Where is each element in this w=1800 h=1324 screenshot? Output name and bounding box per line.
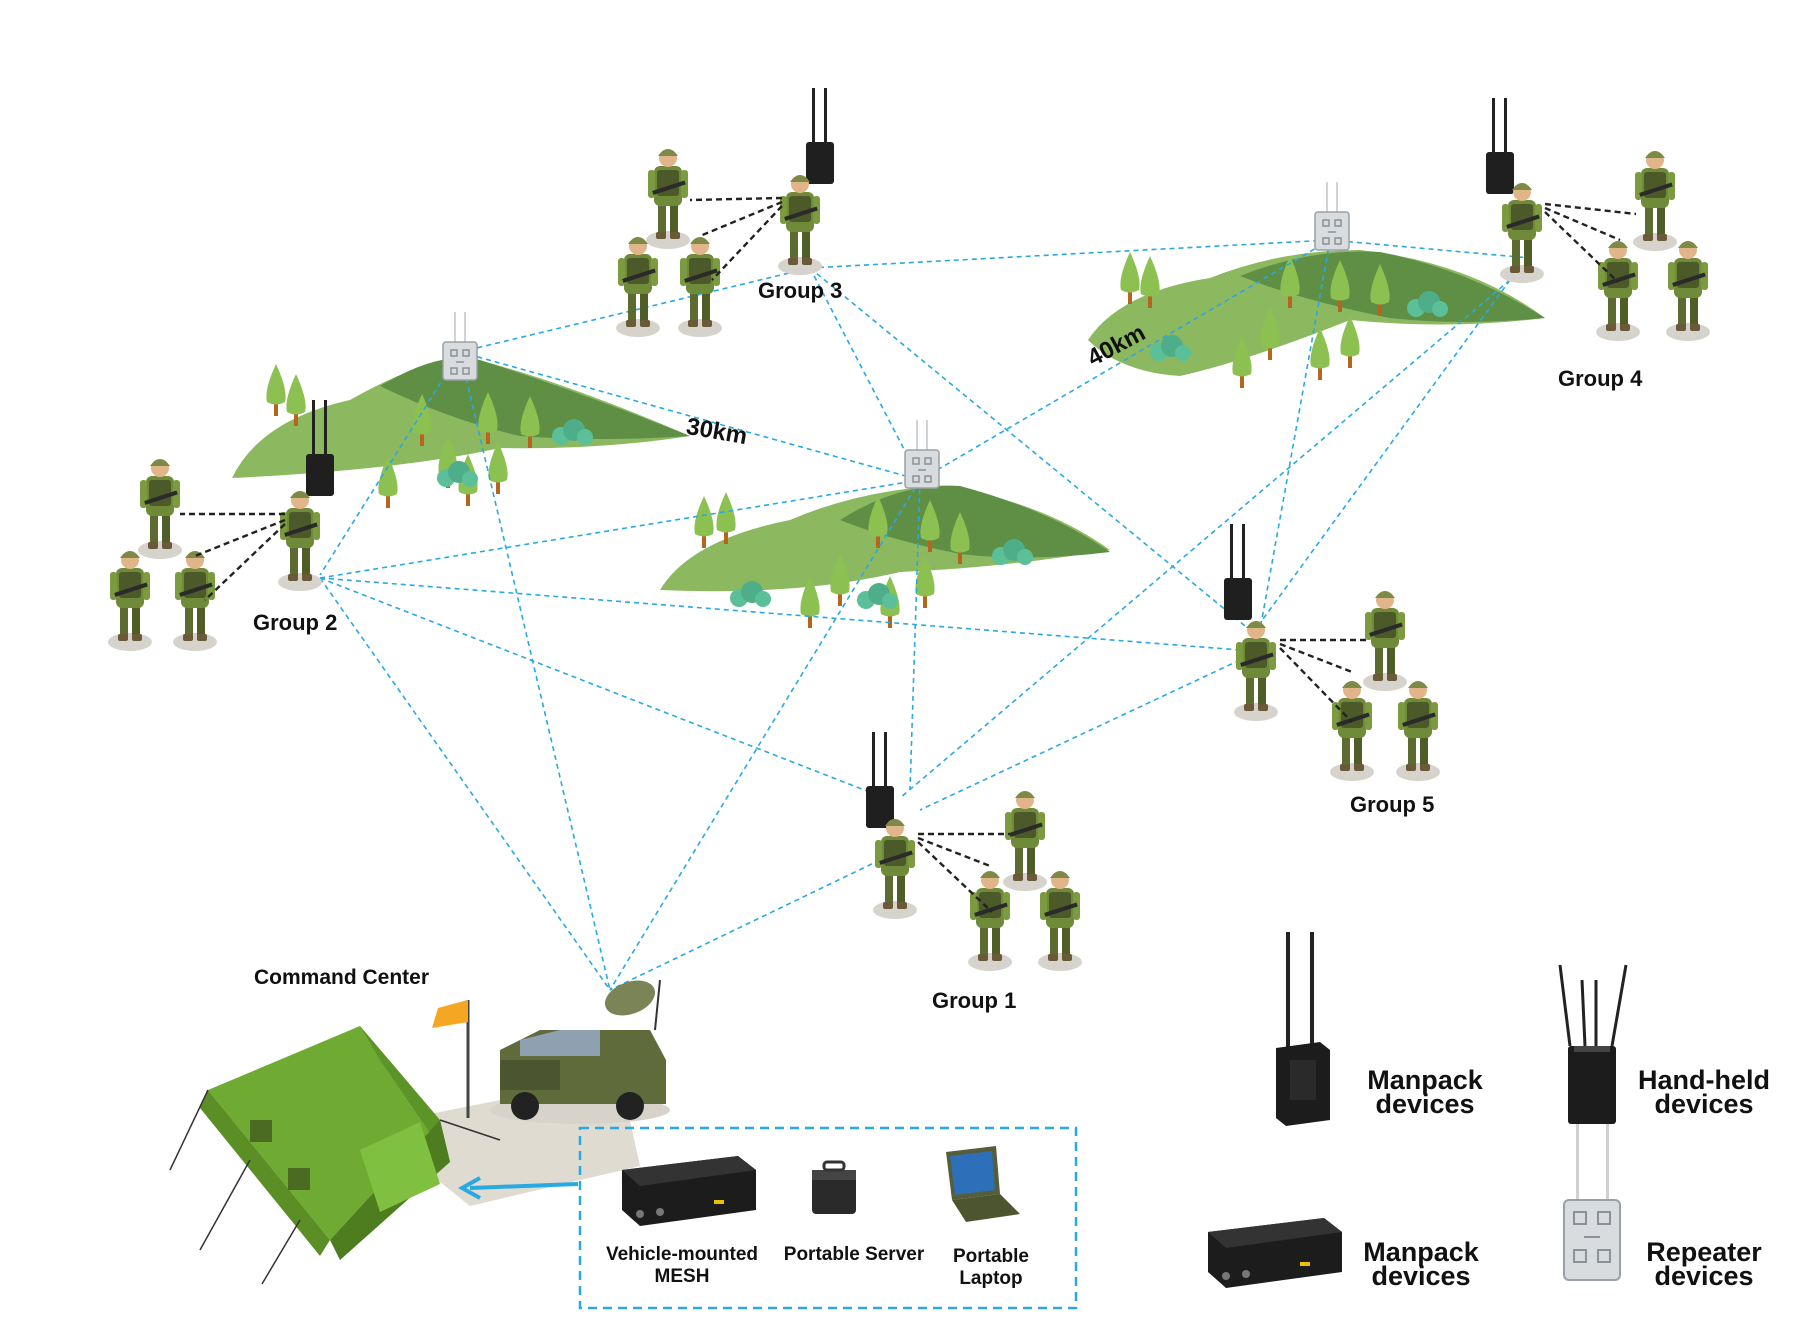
portable-laptop-label: Portable Laptop xyxy=(936,1246,1046,1290)
group-4-soldiers xyxy=(1486,98,1710,341)
command-center-label: Command Center xyxy=(254,966,430,989)
group-5-label: Group 5 xyxy=(1350,792,1435,817)
legend-repeater-icon xyxy=(1563,1199,1621,1281)
group-3-soldiers xyxy=(616,88,834,337)
mesh-links xyxy=(319,239,1531,991)
command-vehicle xyxy=(490,979,670,1124)
group-4-label: Group 4 xyxy=(1558,366,1643,391)
vehicle-mesh-label-line2: MESH xyxy=(654,1266,710,1287)
portable-laptop-label-line2: Laptop xyxy=(959,1268,1023,1289)
legend-manpack-mesh-label: Manpack devices xyxy=(1346,1237,1496,1291)
command-tent xyxy=(169,1026,640,1285)
legend-connector xyxy=(1576,1124,1609,1200)
legend-manpack-mesh-icon xyxy=(1208,1218,1342,1288)
group-3-label: Group 3 xyxy=(758,278,843,303)
vehicle-mesh-label-line1: Vehicle-mounted xyxy=(605,1244,759,1265)
portable-laptop-label-line1: Portable xyxy=(952,1246,1030,1267)
legend-repeater-label: Repeater devices xyxy=(1626,1237,1782,1291)
laptop-icon xyxy=(946,1146,1020,1222)
legend-manpack-mesh-line2: devices xyxy=(1371,1261,1471,1291)
group-2-soldiers xyxy=(108,400,334,651)
legend-handheld-line1: Hand-held xyxy=(1638,1065,1770,1095)
group-1-label: Group 1 xyxy=(932,988,1017,1013)
legend-manpack-line2: devices xyxy=(1375,1089,1475,1119)
legend-repeater-line2: devices xyxy=(1654,1261,1754,1291)
hill-right xyxy=(1088,250,1545,388)
portable-server-label: Portable Server xyxy=(776,1244,932,1266)
equipment-box xyxy=(578,1126,1078,1310)
legend-handheld-label: Hand-held devices xyxy=(1624,1065,1784,1119)
legend-manpack-line1: Manpack xyxy=(1367,1065,1483,1095)
legend-handheld-line2: devices xyxy=(1654,1089,1754,1119)
link-arrow xyxy=(457,1176,579,1200)
repeater-center xyxy=(904,419,940,489)
vehicle-mesh-device xyxy=(622,1156,756,1226)
portable-server-icon xyxy=(812,1160,856,1214)
portable-server-label-line1: Portable Server xyxy=(783,1244,925,1265)
hill-center xyxy=(660,485,1110,628)
group-2-label: Group 2 xyxy=(253,610,338,635)
group-1-soldiers xyxy=(866,732,1082,971)
legend-manpack-mesh-line1: Manpack xyxy=(1363,1237,1479,1267)
repeater-right xyxy=(1314,181,1350,251)
flag-icon xyxy=(432,1000,470,1118)
repeater-left xyxy=(442,311,478,381)
vehicle-mesh-label: Vehicle-mounted MESH xyxy=(596,1244,768,1288)
legend-manpack-icon xyxy=(1276,932,1330,1126)
legend-repeater-line1: Repeater xyxy=(1646,1237,1762,1267)
legend-manpack-label: Manpack devices xyxy=(1350,1065,1500,1119)
legend-handheld-icon xyxy=(1558,964,1628,1124)
group-5-soldiers xyxy=(1224,524,1440,781)
